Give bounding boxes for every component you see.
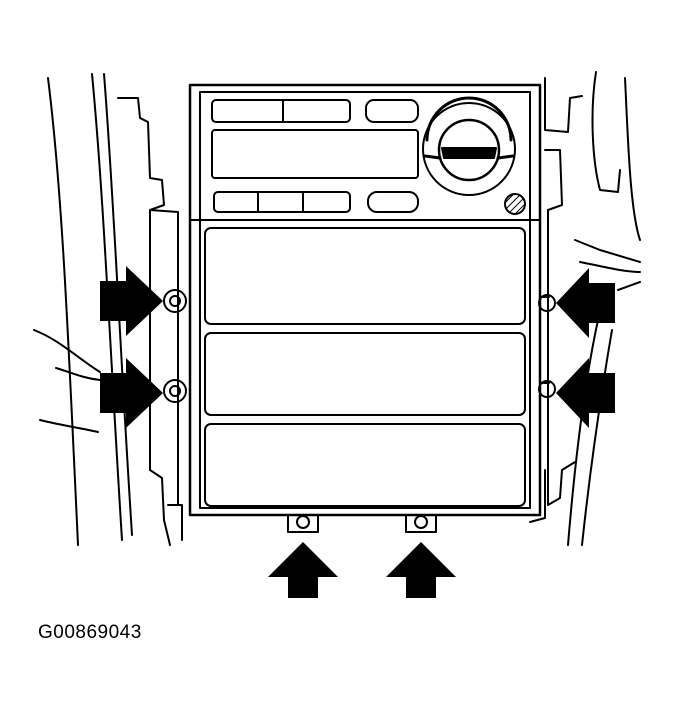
arrow-left-lower [100, 358, 163, 428]
storage-pockets [204, 227, 526, 507]
arrow-left-upper [100, 266, 163, 336]
arrow-right-lower [556, 358, 615, 428]
radio-faceplate [211, 96, 526, 215]
radio-bezel [188, 83, 542, 517]
arrow-bottom-right [386, 542, 456, 598]
callout-arrows [100, 266, 615, 598]
fasteners [163, 289, 556, 533]
arrow-bottom-left [268, 542, 338, 598]
right-dash-panel [529, 71, 641, 546]
bolt-right-upper [538, 294, 556, 312]
hazard-switch [504, 193, 526, 215]
figure-id-caption: G00869043 [38, 622, 142, 643]
bolt-left-upper [163, 289, 187, 313]
bolt-left-lower [163, 379, 187, 403]
bolt-bottom-right [405, 514, 437, 533]
volume-knob [422, 96, 516, 196]
arrow-right-upper [556, 268, 615, 338]
bolt-right-lower [538, 380, 556, 398]
bolt-bottom-left [287, 514, 319, 533]
